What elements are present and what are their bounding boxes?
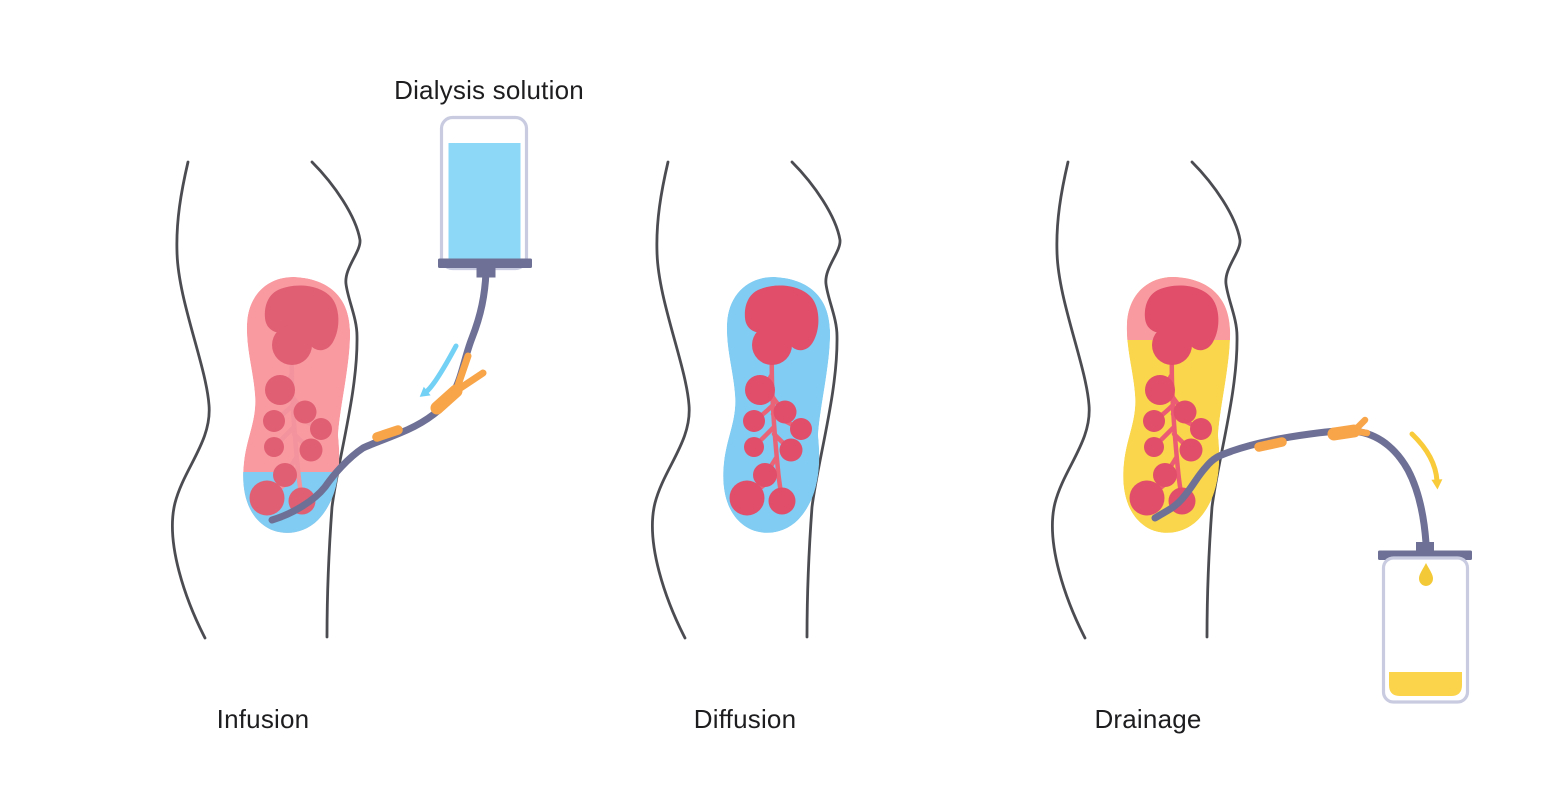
drainage-equipment	[1151, 416, 1472, 704]
catheter-cuff	[372, 425, 403, 442]
drain-inlet	[1416, 542, 1434, 552]
bag-outlet	[476, 267, 496, 278]
y-connector-prong	[452, 352, 472, 395]
infusion-equipment	[268, 115, 532, 524]
y-connector	[1327, 424, 1361, 441]
droplet-icon	[1419, 563, 1433, 587]
bag-base-bar	[438, 258, 532, 268]
stage-label-drainage: Drainage	[1094, 704, 1202, 734]
drain-container	[1381, 556, 1470, 704]
panel-infusion-figure	[171, 160, 362, 640]
dialysate-level	[243, 472, 351, 533]
flow-out-arrow-icon	[1409, 431, 1440, 484]
stage-label-infusion: Infusion	[216, 704, 310, 734]
drained-fluid	[1389, 672, 1462, 696]
panel-diffusion-figure	[651, 160, 842, 640]
flow-in-arrow-icon	[423, 343, 459, 395]
catheter-cuff	[1254, 437, 1287, 452]
panel-drainage-figure	[1051, 160, 1242, 640]
stage-label-diffusion: Diffusion	[693, 704, 797, 734]
y-connector-prong	[452, 369, 487, 395]
bag-liquid	[448, 143, 521, 260]
flow-out-arrowhead-icon	[1431, 479, 1443, 490]
y-connector-prong	[1350, 427, 1371, 437]
flow-in-arrowhead-icon	[419, 386, 431, 397]
bag-title: Dialysis solution	[394, 75, 584, 105]
y-connector	[430, 384, 463, 415]
